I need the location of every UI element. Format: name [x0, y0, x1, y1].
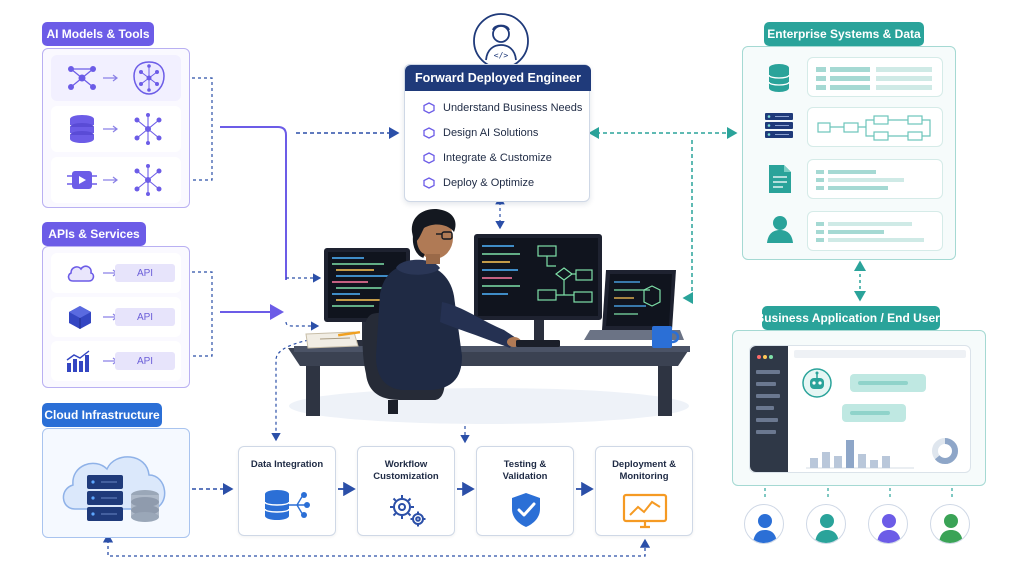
user-icon	[877, 514, 901, 543]
database-flow-icon	[264, 490, 310, 520]
center-monitor	[474, 234, 602, 346]
enterprise-user-card	[807, 211, 943, 251]
business-application-panel	[732, 330, 986, 486]
app-window	[749, 345, 971, 473]
step-testing-validation: Testing & Validation	[476, 446, 574, 536]
apis-services-panel: API API API	[42, 246, 190, 388]
ai-model-row-3	[51, 157, 181, 203]
engineer-person	[376, 208, 560, 390]
server-rack-icon	[765, 113, 793, 138]
ai-model-row-1	[51, 55, 181, 101]
flow-diagram-graphic	[817, 115, 931, 141]
coffee-mug	[652, 326, 680, 348]
enterprise-doc-card	[807, 159, 943, 199]
end-user-avatar-4	[930, 504, 970, 544]
shield-check-icon	[512, 493, 540, 527]
network-graph-icon	[134, 113, 162, 145]
chip-icon	[67, 171, 97, 189]
cloud-infrastructure-label: Cloud Infrastructure	[42, 403, 162, 427]
step-workflow-customization: Workflow Customization	[357, 446, 455, 536]
arrow-right-icon	[103, 74, 118, 82]
chat-bubble	[850, 374, 926, 392]
cube-icon	[69, 306, 91, 329]
user-icon	[815, 514, 839, 543]
network-graph-icon	[68, 66, 96, 90]
enterprise-systems-label: Enterprise Systems & Data	[764, 22, 924, 46]
ai-model-row-2	[51, 106, 181, 152]
hexagon-icon	[423, 102, 435, 114]
network-graph-icon	[134, 164, 162, 196]
table-rows-graphic	[816, 67, 932, 90]
svg-text:</>: </>	[494, 51, 509, 60]
hexagon-icon	[423, 177, 435, 189]
end-user-avatar-3	[868, 504, 908, 544]
fde-item-understand: Understand Business Needs	[423, 102, 582, 114]
fde-item-label: Integrate & Customize	[443, 152, 552, 164]
fde-title: Forward Deployed Engineer	[405, 65, 591, 91]
api-row-2: API	[51, 297, 181, 337]
step-label: Testing & Validation	[502, 459, 548, 482]
chatbot-icon	[802, 368, 832, 398]
api-chip: API	[115, 352, 175, 370]
engineer-workstation-illustration	[288, 208, 690, 424]
apis-services-label: APIs & Services	[42, 222, 146, 246]
step-label: Data Integration	[250, 459, 324, 470]
hexagon-icon	[423, 127, 435, 139]
database-icon	[768, 64, 790, 92]
bar-chart-icon	[66, 350, 90, 372]
app-topbar	[794, 350, 966, 358]
gears-icon	[390, 495, 426, 527]
api-row-1: API	[51, 253, 181, 293]
arrow-right-icon	[103, 176, 118, 184]
bar-chart-graphic	[806, 440, 914, 469]
api-chip: API	[115, 264, 175, 282]
step-label: Deployment & Monitoring	[612, 459, 676, 482]
step-label: Workflow Customization	[373, 459, 439, 482]
api-row-3: API	[51, 341, 181, 381]
fde-item-deploy: Deploy & Optimize	[423, 177, 534, 189]
database-icon	[70, 115, 94, 143]
engineer-avatar-icon: </>	[473, 13, 529, 69]
step-data-integration: Data Integration	[238, 446, 336, 536]
chat-bubble	[842, 404, 906, 422]
enterprise-table-card	[807, 57, 943, 97]
user-icon	[939, 514, 963, 543]
fde-item-design: Design AI Solutions	[423, 127, 538, 139]
end-user-avatar-1	[744, 504, 784, 544]
end-user-avatar-2	[806, 504, 846, 544]
user-icon	[767, 216, 793, 243]
fde-card: Forward Deployed Engineer Understand Bus…	[404, 64, 591, 202]
donut-chart-graphic	[932, 438, 958, 464]
notebook	[305, 330, 361, 349]
cloud-infrastructure-panel	[42, 428, 190, 538]
cloud-server-icon	[62, 456, 166, 522]
fde-item-label: Design AI Solutions	[443, 127, 539, 139]
enterprise-systems-panel	[742, 46, 956, 260]
text-lines-graphic	[816, 170, 904, 190]
arrow-right-icon	[103, 125, 118, 133]
business-application-label: Business Application / End Users	[756, 306, 946, 330]
step-deployment-monitoring: Deployment & Monitoring	[595, 446, 693, 536]
sidebar-menu-graphic	[756, 355, 780, 434]
monitor-chart-icon	[622, 493, 668, 529]
app-sidebar	[750, 346, 788, 472]
fde-item-integrate: Integrate & Customize	[423, 152, 552, 164]
document-icon	[769, 165, 791, 193]
api-chip: API	[115, 308, 175, 326]
cloud-icon	[67, 265, 95, 282]
fde-item-label: Deploy & Optimize	[443, 177, 535, 189]
ai-models-tools-label: AI Models & Tools	[42, 22, 154, 46]
enterprise-flow-card	[807, 107, 943, 147]
ai-models-panel	[42, 48, 190, 208]
text-lines-graphic	[816, 222, 924, 242]
user-icon	[753, 514, 777, 543]
fde-item-label: Understand Business Needs	[443, 102, 583, 114]
hexagon-icon	[423, 152, 435, 164]
neural-brain-icon	[133, 61, 165, 95]
